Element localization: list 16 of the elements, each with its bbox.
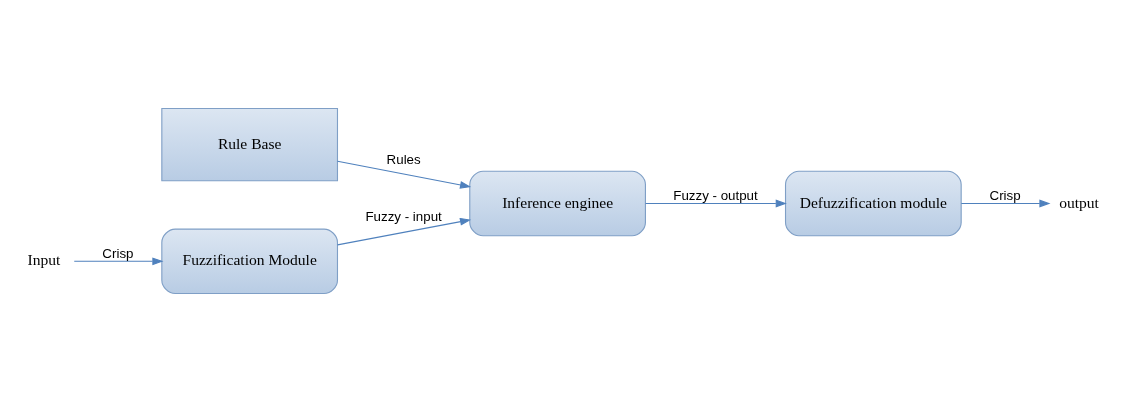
node-box: Rule Base — [161, 107, 339, 182]
arrow — [337, 217, 472, 246]
edge-label: Crisp — [102, 245, 134, 261]
arrow — [73, 257, 164, 266]
edge-label: Fuzzy - input — [365, 208, 442, 224]
node-box: Defuzzification module — [784, 170, 962, 237]
arrow — [645, 199, 787, 208]
edge-label: Crisp — [989, 187, 1021, 203]
node-box: Inference enginee — [469, 170, 646, 237]
edge-label: Fuzzy - output — [673, 187, 758, 203]
node-text: output — [1059, 193, 1099, 211]
node-text: Input — [27, 251, 61, 269]
edge-label: Rules — [386, 152, 421, 168]
arrow — [960, 199, 1051, 208]
node-box: Fuzzification Module — [161, 228, 339, 295]
arrow — [337, 160, 472, 189]
